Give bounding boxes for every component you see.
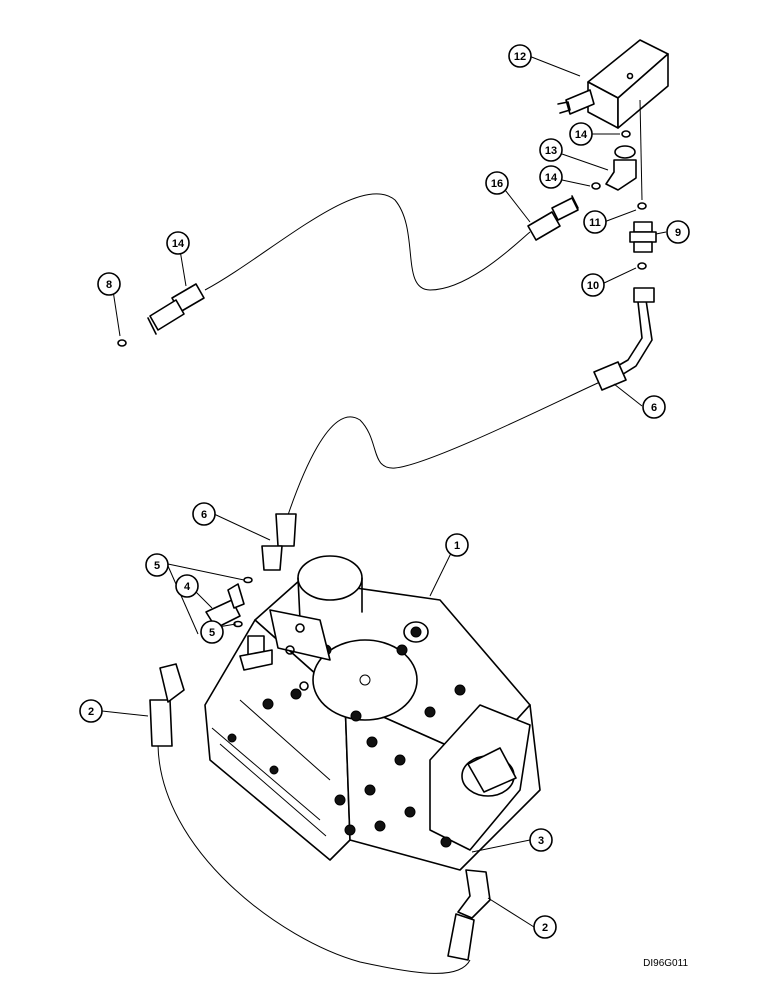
o-ring-13 (591, 182, 601, 190)
callout-11: 13 (539, 138, 563, 162)
svg-text:2: 2 (88, 706, 94, 718)
callout-3: 3 (529, 828, 553, 852)
callout-14-left: 14 (166, 231, 190, 255)
svg-text:12: 12 (514, 51, 526, 63)
callout-13: 14 (539, 165, 563, 189)
callout-6-right: 6 (642, 395, 666, 419)
o-ring-9 (637, 202, 647, 210)
o-ring-8 (637, 262, 647, 270)
hose-end-fitting-14-left (147, 283, 205, 335)
callout-14-right: 16 (485, 171, 509, 195)
svg-text:5: 5 (209, 627, 215, 639)
callout-7: 9 (666, 220, 690, 244)
o-ring-5a (243, 576, 253, 584)
svg-text:11: 11 (589, 217, 601, 229)
adapter-fitting-7 (629, 221, 657, 253)
svg-text:13: 13 (545, 145, 557, 157)
elbow-fitting-2-lower (447, 869, 491, 961)
svg-text:14: 14 (172, 238, 185, 250)
leader-lines (101, 55, 667, 928)
svg-text:1: 1 (454, 540, 460, 552)
callout-8: 10 (581, 273, 605, 297)
svg-text:6: 6 (651, 402, 657, 414)
callout-9: 11 (583, 210, 607, 234)
callout-6-left: 6 (192, 502, 216, 526)
valve-block-10 (557, 39, 669, 129)
svg-text:4: 4 (184, 581, 191, 593)
callout-2-lower: 2 (533, 915, 557, 939)
callout-12: 14 (569, 122, 593, 146)
svg-text:5: 5 (154, 560, 160, 572)
callout-1: 1 (445, 533, 469, 557)
hose-end-fitting-14-right (527, 195, 579, 241)
hose-6 (287, 381, 601, 516)
elbow-fitting-2-upper (149, 663, 185, 747)
o-ring-16 (117, 339, 127, 347)
callout-4: 4 (175, 574, 199, 598)
callout-16: 8 (97, 272, 121, 296)
svg-text:9: 9 (675, 227, 681, 239)
o-ring-12 (621, 130, 631, 138)
svg-text:2: 2 (542, 922, 548, 934)
svg-text:16: 16 (491, 178, 503, 190)
callout-10: 12 (508, 44, 532, 68)
callout-2-upper: 2 (79, 699, 103, 723)
svg-text:3: 3 (538, 835, 544, 847)
callout-5-upper: 5 (145, 553, 169, 577)
figure-code: DI96G011 (643, 958, 688, 969)
hose-end-fitting-6-lower (261, 513, 297, 571)
svg-text:6: 6 (201, 509, 207, 521)
hose-2 (157, 744, 471, 974)
elbow-fitting-11 (605, 145, 637, 191)
hose-14 (204, 193, 531, 291)
svg-text:8: 8 (106, 279, 112, 291)
callout-5-lower: 5 (200, 620, 224, 644)
svg-text:14: 14 (545, 172, 558, 184)
svg-text:10: 10 (587, 280, 599, 292)
tube-fitting-6-upper (593, 287, 655, 391)
svg-text:14: 14 (575, 129, 588, 141)
hydraulic-pump-1 (204, 555, 541, 871)
